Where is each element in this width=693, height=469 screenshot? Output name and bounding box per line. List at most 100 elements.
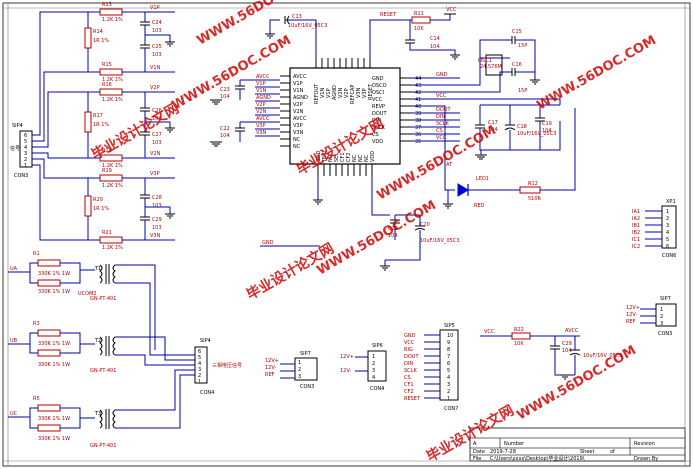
svg-text:1.2K 1%: 1.2K 1% xyxy=(102,77,123,83)
svg-text:330K 1% 1W: 330K 1% 1W xyxy=(38,436,70,442)
svg-text:510R: 510R xyxy=(528,196,542,202)
svg-text:NC: NC xyxy=(352,154,358,162)
svg-text:10: 10 xyxy=(447,333,453,339)
svg-text:CF1: CF1 xyxy=(404,382,414,388)
connector-sip6[interactable]: SIP6 12V+ 12V- 1 2 3 4 CON4 xyxy=(340,343,387,392)
connector-xp1[interactable]: XP1 IA1 IA2 IB1 IB2 IC1 IC2 1 2 3 4 5 6 … xyxy=(632,199,677,259)
connector-sip4-mid[interactable]: SIP4 6 5 4 3 2 1 三相电压信号 CON4 xyxy=(194,338,242,396)
svg-text:V1P: V1P xyxy=(293,81,303,87)
svg-text:103: 103 xyxy=(152,203,162,209)
connector-sip4-top[interactable]: SIP4 信号 CON3 6 5 4 3 2 1 xyxy=(10,123,33,179)
resistor-r17[interactable] xyxy=(84,111,92,133)
ic-top-pins: REFOUT V1N V1P AGND V2N V2P REFCAP V3N V… xyxy=(314,58,374,104)
svg-text:15P: 15P xyxy=(518,88,527,94)
led-indicator[interactable]: AT LED1 RED R12 510R xyxy=(412,105,576,209)
svg-text:5: 5 xyxy=(447,368,450,374)
svg-text:12V-: 12V- xyxy=(340,368,351,374)
svg-text:毕业设计论文网: 毕业设计论文网 xyxy=(89,100,182,164)
svg-text:XP1: XP1 xyxy=(666,199,676,205)
svg-text:1: 1 xyxy=(666,209,669,215)
svg-text:DOUT: DOUT xyxy=(404,354,419,360)
svg-text:10K: 10K xyxy=(414,26,424,32)
svg-text:VCC: VCC xyxy=(484,329,495,335)
svg-text:VCC: VCC xyxy=(436,135,447,141)
svg-text:104: 104 xyxy=(542,128,552,134)
resistor-r16[interactable] xyxy=(99,88,123,96)
svg-text:2: 2 xyxy=(666,216,669,222)
svg-text:CS: CS xyxy=(404,375,411,381)
svg-text:24.576M: 24.576M xyxy=(480,64,502,70)
watermark-url-6: WWW.56DOC.COM xyxy=(535,33,659,113)
svg-text:UC: UC xyxy=(10,411,18,417)
ic-right-pins: GND OSCO OSCI VCC REVP DOUT DIN SCLK CS … xyxy=(372,76,421,145)
svg-text:C17: C17 xyxy=(488,120,498,126)
transformer-t2[interactable]: R3 330K 1% 1W 330K 1% 1W UB T2 GN-PT-401 xyxy=(8,321,195,374)
connector-sip7-right[interactable]: SIP7 12V+ 12V- REF 1 2 3 CON3 xyxy=(626,296,677,337)
svg-text:DIN: DIN xyxy=(404,361,413,367)
resistor-r11[interactable] xyxy=(411,16,431,24)
svg-text:SCLK: SCLK xyxy=(436,121,449,127)
transformer-t1[interactable]: R1 330K 1% 1W 330K 1% 1W UA T1 GN-PT-401… xyxy=(8,251,195,356)
svg-text:R22: R22 xyxy=(514,327,524,333)
metering-ic-u1[interactable]: AVCC V1P V1N AGND V2P V2N AVCC V3P V3N N… xyxy=(280,58,421,176)
resistor-r21[interactable] xyxy=(99,236,123,244)
svg-text:AGND: AGND xyxy=(256,95,271,101)
svg-text:103: 103 xyxy=(152,52,162,58)
svg-text:V1N: V1N xyxy=(150,65,161,71)
svg-text:DOUT: DOUT xyxy=(436,107,451,113)
resistor-r12[interactable] xyxy=(519,186,541,194)
svg-text:IA1: IA1 xyxy=(632,209,640,215)
resistor-r14[interactable] xyxy=(84,27,92,49)
svg-text:V2P: V2P xyxy=(256,102,266,108)
transformer-t3[interactable]: R5 330K 1% 1W 330K 1% 1W UC T3 GN-PT-401 xyxy=(8,369,195,449)
svg-text:R16: R16 xyxy=(102,82,112,88)
svg-text:10uF/16V_05C3: 10uF/16V_05C3 xyxy=(517,131,556,137)
svg-text:2: 2 xyxy=(24,157,27,163)
svg-text:NC: NC xyxy=(293,144,301,150)
svg-text:1.2K 1%: 1.2K 1% xyxy=(102,17,123,23)
svg-text:330K 1% 1W: 330K 1% 1W xyxy=(38,289,70,295)
sip4-wires xyxy=(32,11,62,241)
svg-text:6: 6 xyxy=(198,349,201,355)
svg-text:V3P: V3P xyxy=(150,171,160,177)
svg-text:104: 104 xyxy=(220,133,230,139)
ic-bottom-pins: GND TEST NC SEL CF1 CF2 NC NC NC VDD xyxy=(316,149,376,176)
svg-text:R21: R21 xyxy=(102,230,112,236)
svg-text:SCLK: SCLK xyxy=(404,368,417,374)
svg-text:5: 5 xyxy=(666,237,669,243)
svg-text:38: 38 xyxy=(415,118,421,124)
svg-text:Sheet: Sheet xyxy=(580,449,594,455)
svg-text:UCOM2: UCOM2 xyxy=(78,291,97,297)
svg-text:of: of xyxy=(610,449,615,455)
watermark-url-5: WWW.56DOC.COM xyxy=(515,343,639,423)
svg-text:1: 1 xyxy=(298,360,301,366)
svg-text:IB1: IB1 xyxy=(632,223,640,229)
svg-text:GN-PT-401: GN-PT-401 xyxy=(90,443,116,449)
svg-text:Date: Date xyxy=(473,449,485,455)
svg-text:CON4: CON4 xyxy=(370,386,384,392)
svg-text:V1N: V1N xyxy=(293,88,304,94)
crystal-osc1[interactable] xyxy=(485,54,503,76)
svg-text:GND: GND xyxy=(436,72,448,78)
svg-text:V2N: V2N xyxy=(293,109,304,115)
svg-text:SIP7: SIP7 xyxy=(300,351,311,357)
svg-text:4: 4 xyxy=(447,375,450,381)
svg-text:VDD: VDD xyxy=(372,139,383,145)
resistor-r15[interactable] xyxy=(99,68,123,76)
svg-text:WWW.56DOC.COM: WWW.56DOC.COM xyxy=(535,33,659,113)
svg-text:GND: GND xyxy=(404,333,416,339)
resistor-r13[interactable] xyxy=(99,8,123,16)
svg-text:REF: REF xyxy=(626,319,636,325)
resistor-r20[interactable] xyxy=(84,195,92,217)
svg-text:2: 2 xyxy=(372,361,375,367)
svg-text:SIP6: SIP6 xyxy=(372,343,383,349)
connector-sip5[interactable]: SIP5 10 9 8 7 6 5 4 3 2 1 GND VCC RIG DO… xyxy=(404,323,459,412)
resistor-r19[interactable] xyxy=(99,174,123,182)
connector-sip7[interactable]: SIP7 12V+ 12V- REF 1 2 3 CON3 xyxy=(265,351,318,390)
svg-text:V1P: V1P xyxy=(150,5,160,11)
resistor-r22[interactable] xyxy=(511,332,531,340)
watermark-1: 毕业设计论文网 xyxy=(89,100,182,164)
svg-text:C20: C20 xyxy=(420,222,430,228)
svg-text:RESET: RESET xyxy=(380,12,397,18)
svg-text:V1P: V1P xyxy=(326,88,332,98)
